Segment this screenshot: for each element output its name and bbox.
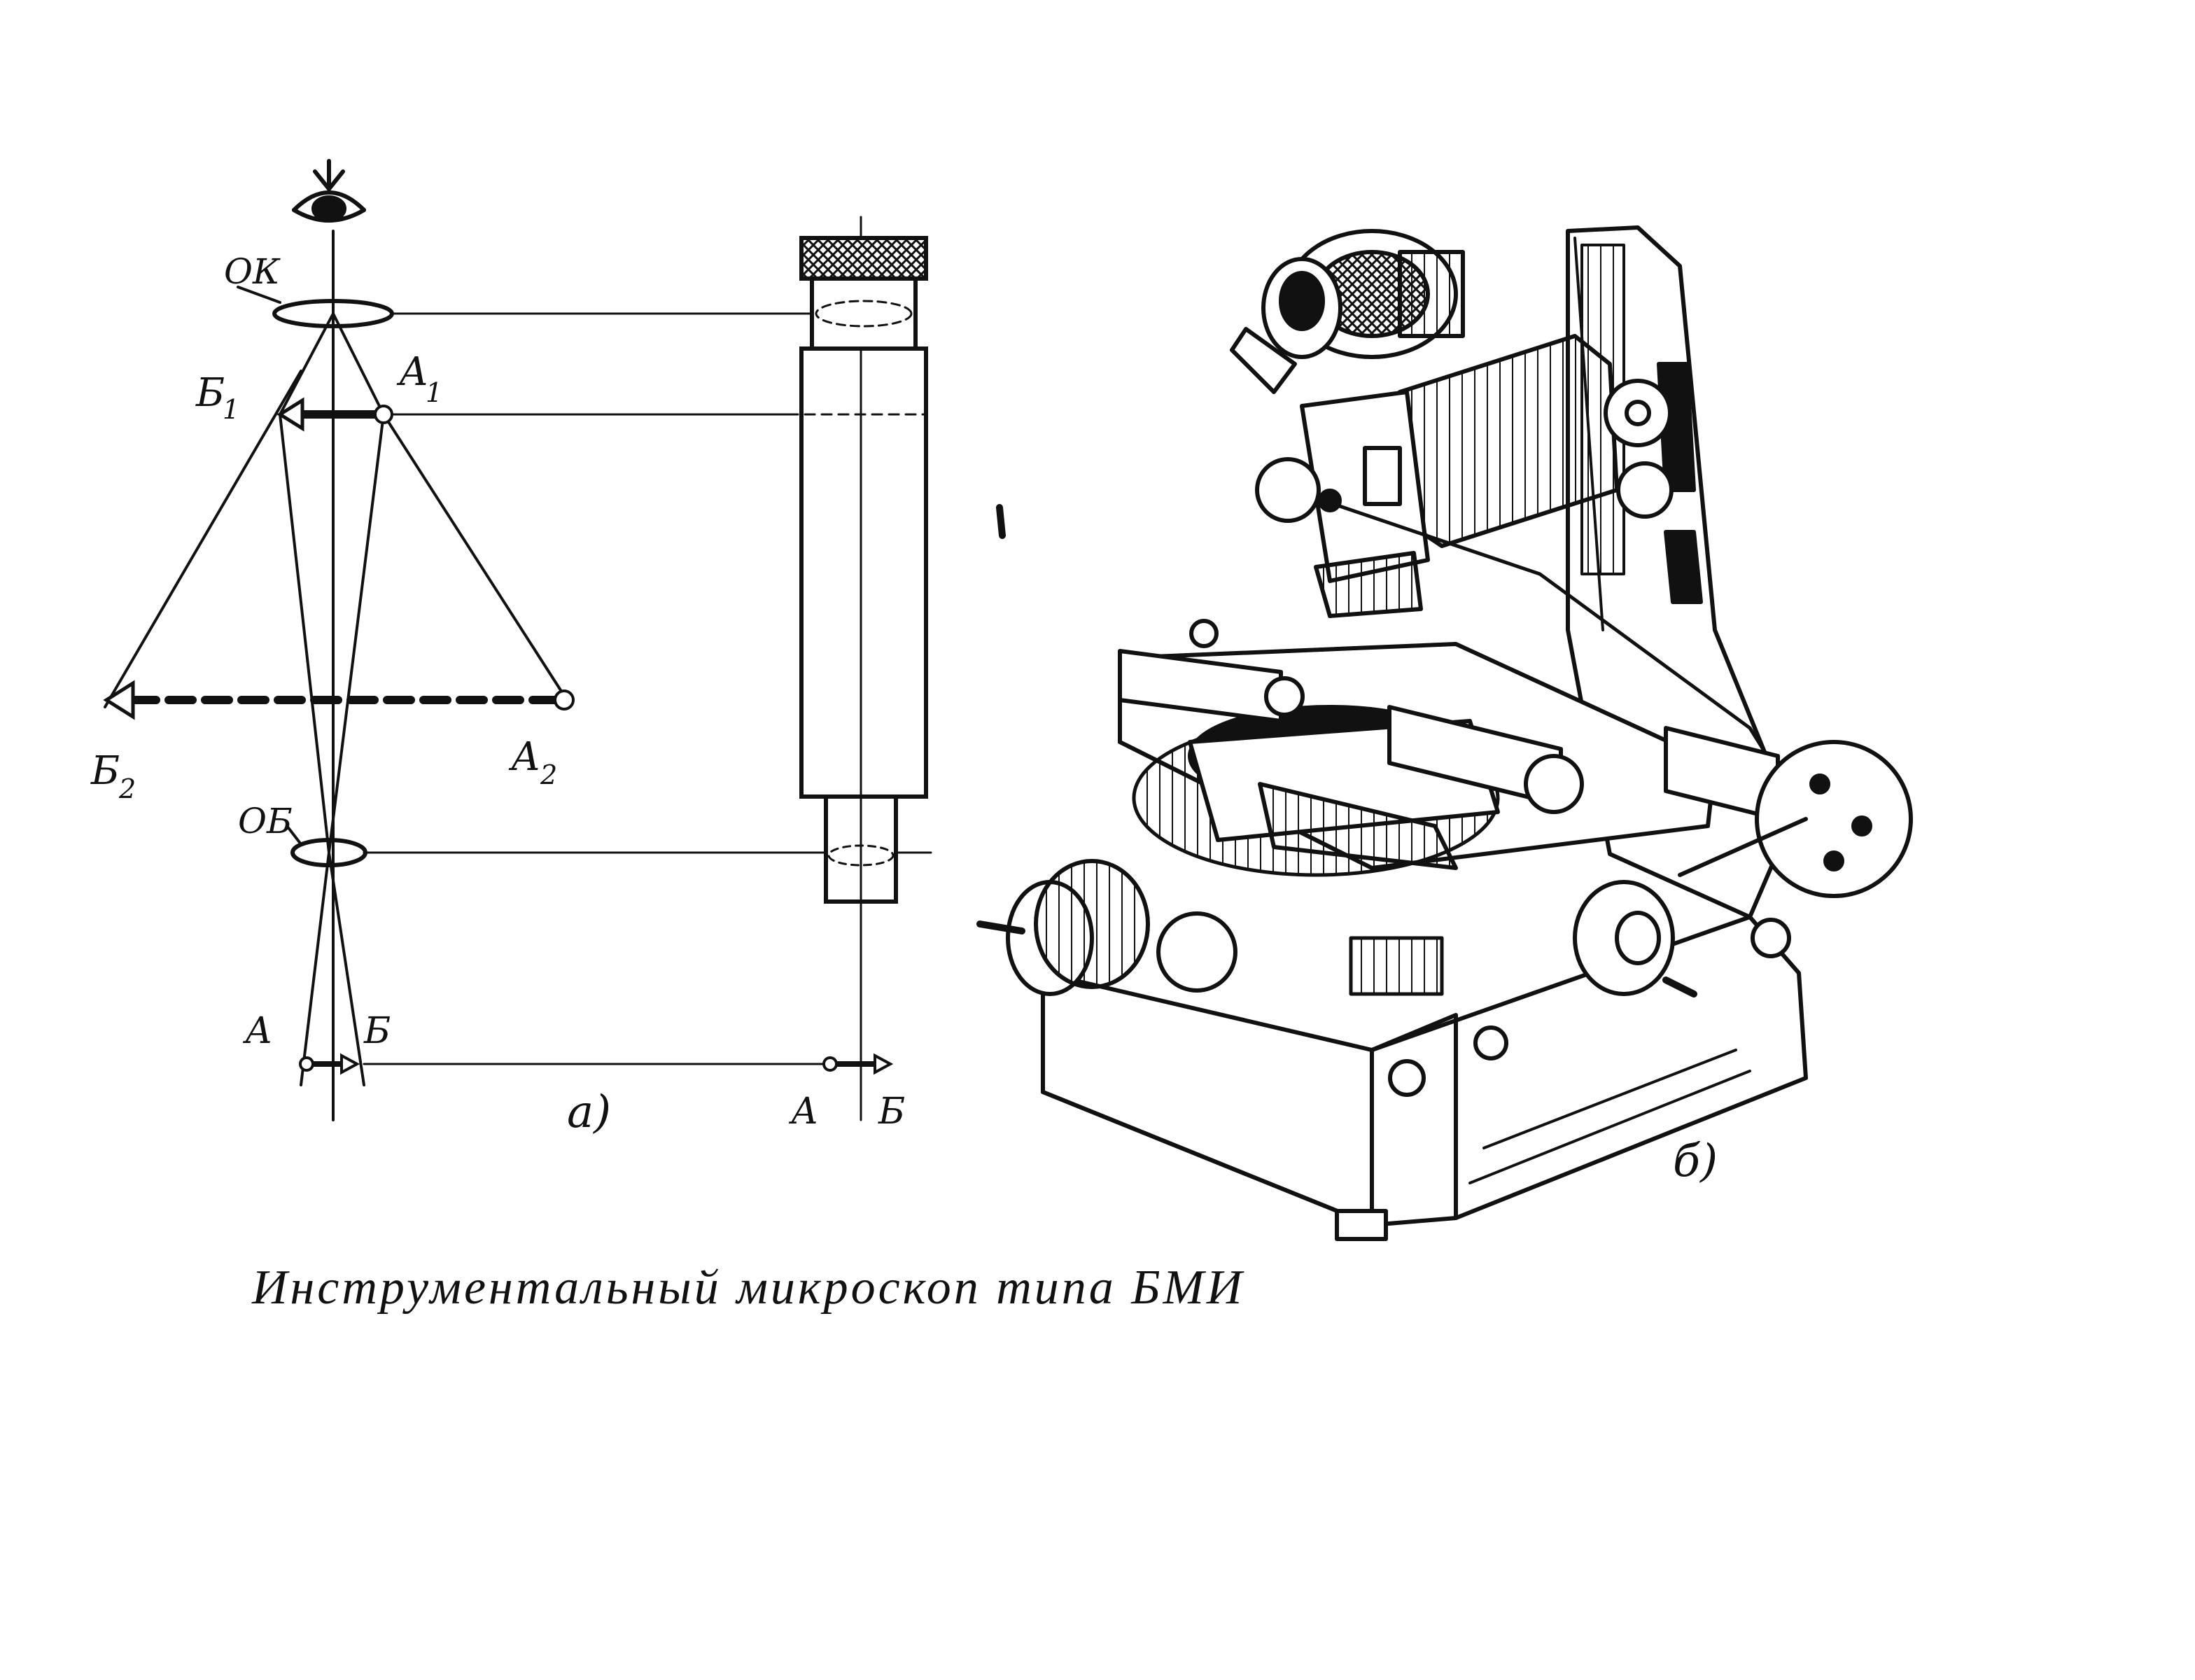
label-a-object: А [242, 1010, 272, 1052]
micrometer-drums [976, 859, 1697, 997]
eye-icon [292, 159, 366, 223]
handwheel [1664, 726, 1913, 898]
projection-lines [363, 312, 932, 1065]
label-a2-sub: 2 [540, 760, 557, 790]
label-part-b: б) [1673, 1135, 1718, 1187]
label-part-a: а) [567, 1086, 611, 1138]
label-a2: А [508, 734, 540, 780]
object-arrow [299, 1053, 360, 1075]
label-b1-sub: 1 [223, 394, 239, 425]
label-a-right: А [788, 1091, 818, 1133]
image-arrow-a2b2 [103, 680, 575, 720]
optical-diagram [103, 159, 1006, 1121]
label-objective: ОБ [238, 801, 293, 841]
label-a1-sub: 1 [426, 377, 442, 408]
label-b2-sub: 2 [118, 774, 136, 804]
image-arrow-a1b1 [276, 397, 393, 432]
light-rays [104, 312, 568, 1086]
eyepiece-head [1230, 229, 1465, 394]
label-b-object: Б [363, 1010, 391, 1052]
label-b2: Б [90, 748, 120, 794]
label-eyepiece: ОК [224, 251, 281, 292]
centres-bar [1118, 649, 1283, 723]
label-b-right: Б [878, 1091, 905, 1133]
microscope-illustration [976, 225, 1913, 1241]
label-b1: Б [195, 370, 225, 416]
microscope-tube [799, 216, 928, 1121]
label-a1: А [396, 349, 428, 395]
figure-caption: Инструментальный микроскоп типа БМИ [252, 1261, 1245, 1315]
